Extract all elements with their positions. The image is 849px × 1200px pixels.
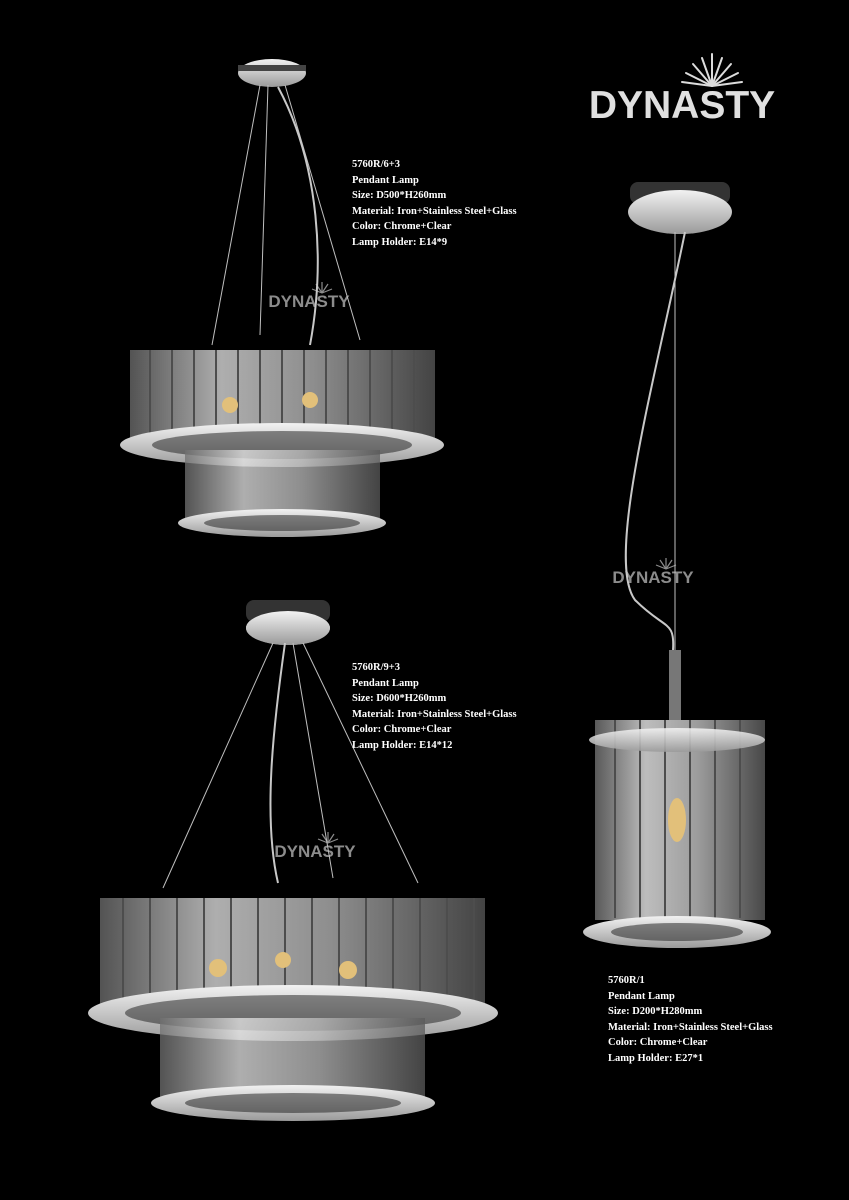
product-model: 5760R/1 [608,975,645,986]
watermark-text: DYNASTY [612,568,694,587]
product-lamp-holder: Lamp Holder: E27*1 [608,1052,704,1064]
product-size: Size: D500*H260mm [352,190,447,201]
product-size: Size: D600*H260mm [352,693,447,704]
pendant-lamp-5760R-6-3-image [120,59,444,537]
brand-name: DYNASTY [588,84,776,127]
product-lamp-holder: Lamp Holder: E14*9 [352,236,448,248]
sunburst-icon [681,53,743,87]
product-material: Material: Iron+Stainless Steel+Glass [352,205,517,217]
pendant-lamp-5760R-1-image [583,182,771,948]
watermark-text: DYNASTY [268,292,350,311]
pendant-lamp-5760R-9-3-image [88,600,498,1121]
product-type: Pendant Lamp [352,174,419,186]
brand-logo: DYNASTY [562,48,802,128]
product-material: Material: Iron+Stainless Steel+Glass [352,708,517,720]
watermark-logo: DYNASTY [254,280,364,314]
product-color: Color: Chrome+Clear [608,1037,708,1048]
product-material: Material: Iron+Stainless Steel+Glass [608,1021,773,1033]
watermark-text: DYNASTY [274,842,356,861]
product-specs: 5760R/6+3 Pendant Lamp Size: D500*H260mm… [352,157,517,250]
product-lamp-holder: Lamp Holder: E14*12 [352,739,453,751]
product-color: Color: Chrome+Clear [352,221,452,232]
product-type: Pendant Lamp [352,677,419,689]
product-specs: 5760R/9+3 Pendant Lamp Size: D600*H260mm… [352,660,517,753]
product-model: 5760R/6+3 [352,159,400,170]
product-specs: 5760R/1 Pendant Lamp Size: D200*H280mm M… [608,973,773,1066]
watermark-logo: DYNASTY [598,556,708,590]
product-size: Size: D200*H280mm [608,1006,703,1017]
watermark-sunburst-icon [655,558,677,570]
product-color: Color: Chrome+Clear [352,724,452,735]
product-model: 5760R/9+3 [352,662,400,673]
watermark-logo: DYNASTY [260,830,370,864]
product-type: Pendant Lamp [608,990,675,1002]
